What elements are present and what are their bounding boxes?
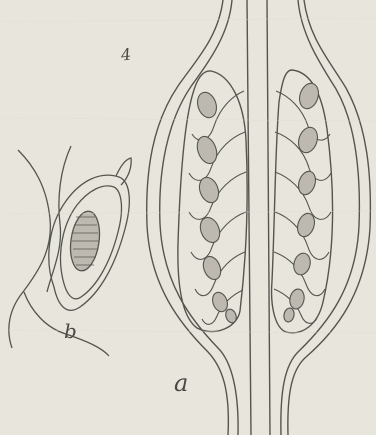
central-septum-left: [247, 0, 251, 435]
inner-right-wall: [281, 0, 360, 435]
left-seed-column: [189, 90, 246, 324]
paper-texture: [0, 18, 376, 333]
stalk-left: [9, 150, 51, 348]
figure-number-label: 4: [120, 46, 132, 63]
figure-label-b: b: [64, 321, 77, 341]
figure-label-a: a: [174, 371, 188, 395]
outer-right-wall: [288, 0, 371, 435]
central-septum-right: [267, 0, 270, 435]
right-seed-column: [274, 81, 331, 323]
inner-left-wall: [160, 0, 238, 435]
